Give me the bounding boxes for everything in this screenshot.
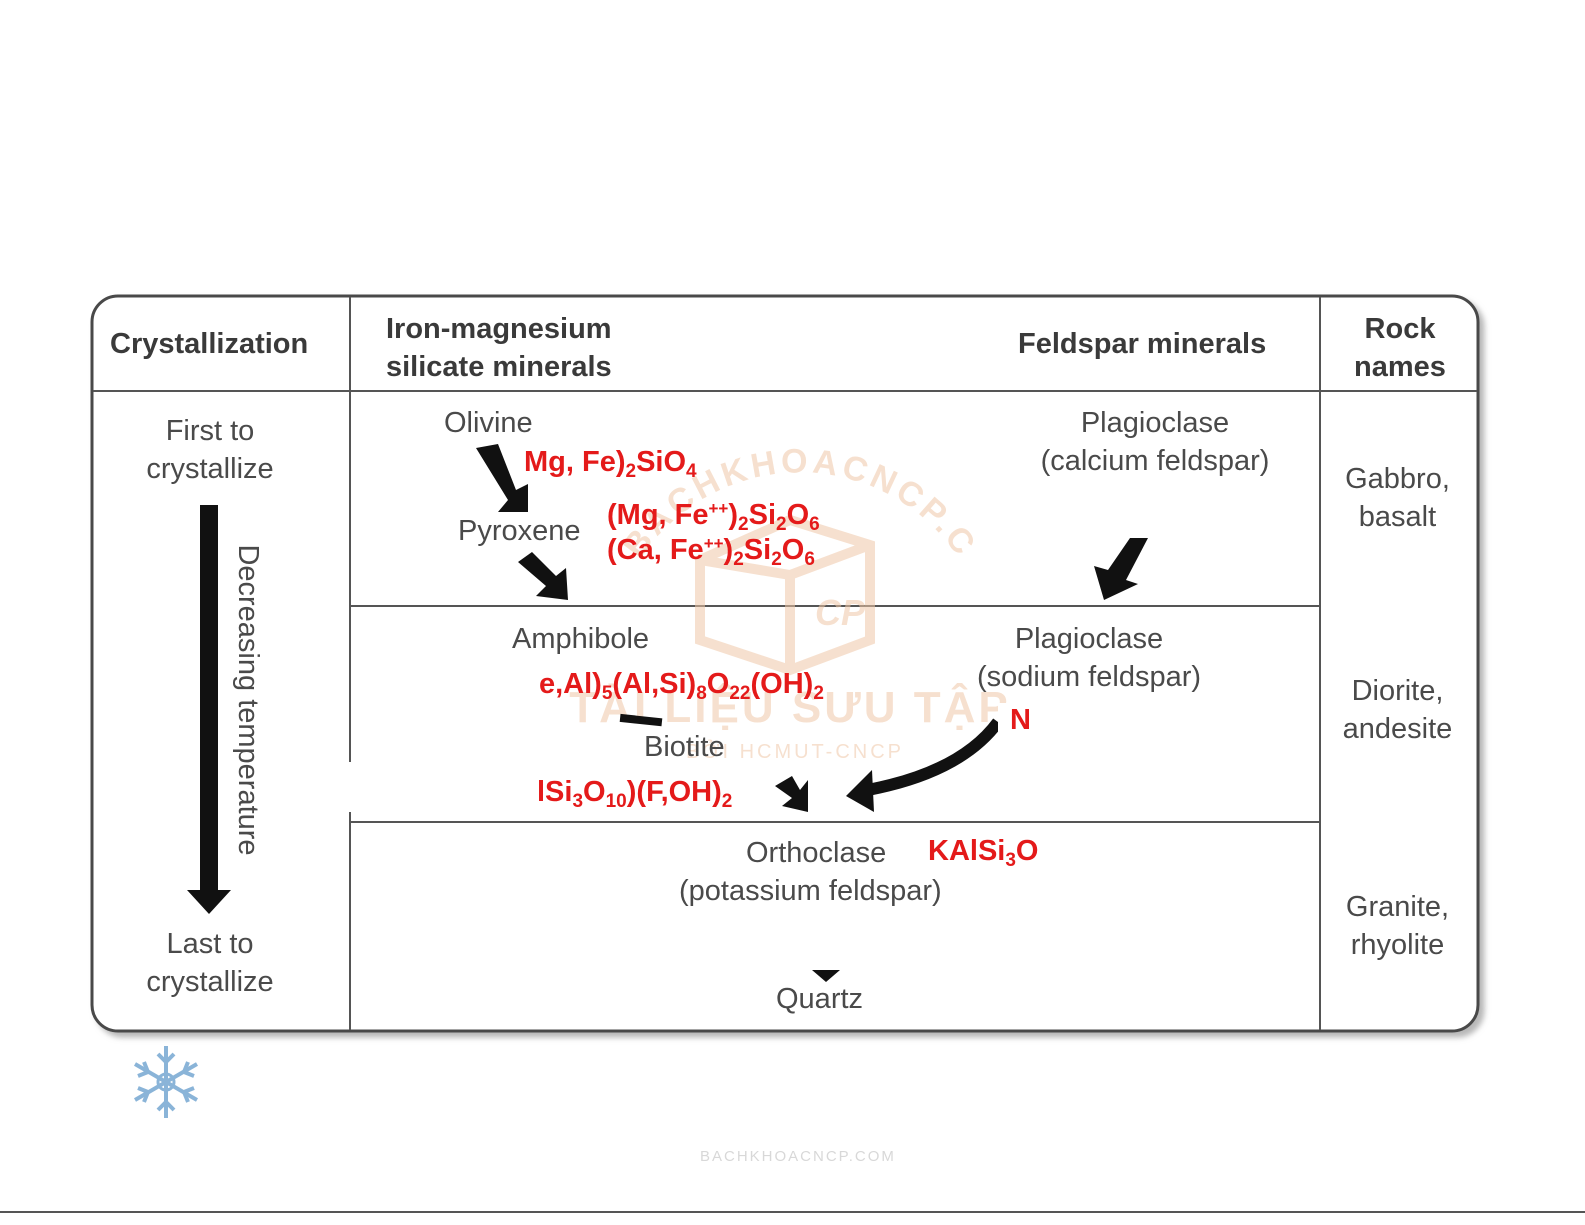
mineral-olivine: Olivine bbox=[444, 407, 533, 439]
header-feldspar: Feldspar minerals bbox=[1018, 328, 1267, 360]
mineral-pyroxene: Pyroxene bbox=[458, 515, 581, 547]
rock-names-row-1: Gabbro, basalt bbox=[1345, 463, 1450, 533]
formula-plagioclase-sodium: N bbox=[998, 703, 1039, 749]
box-logo-icon bbox=[695, 514, 875, 676]
last-to-crystallize: Last to crystallize bbox=[146, 928, 274, 998]
formula-biotite: lSi3O10)(F,OH)2 bbox=[537, 776, 733, 812]
cover-patch bbox=[346, 762, 546, 812]
footer-watermark: BACHKHOACNCP.COM bbox=[700, 1148, 896, 1165]
temperature-arrow bbox=[187, 505, 231, 914]
mineral-orthoclase-desc: (potassium feldspar) bbox=[679, 875, 942, 907]
formula-pyroxene-2: (Ca, Fe++)2Si2O6 bbox=[607, 534, 815, 570]
amphibole-to-biotite-arrow bbox=[619, 713, 663, 727]
mineral-quartz: Quartz bbox=[776, 983, 864, 1015]
snowflake-icon bbox=[133, 1046, 199, 1118]
mineral-plagioclase-calcium: Plagioclase (calcium feldspar) bbox=[1040, 407, 1270, 477]
orthoclase-to-quartz-arrow bbox=[812, 970, 840, 982]
watermark-sub-text: BỞI HCMUT-CNCP bbox=[686, 739, 904, 763]
rock-names-row-2: Diorite, andesite bbox=[1342, 675, 1453, 745]
decreasing-temperature-label: Decreasing temperature bbox=[232, 544, 264, 856]
rock-names-row-3: Granite, rhyolite bbox=[1345, 891, 1450, 961]
formula-olivine: Mg, Fe)2SiO4 bbox=[524, 446, 697, 482]
header-rock-names: Rock names bbox=[1354, 313, 1446, 383]
formula-orthoclase: KAlSi3O bbox=[928, 835, 1039, 871]
watermark-logo-text: CP bbox=[815, 592, 866, 633]
formula-amphibole: e,Al)5(Al,Si)8O22(OH)2 bbox=[539, 668, 824, 704]
pyroxene-to-amphibole-arrow bbox=[518, 552, 568, 600]
olivine-to-pyroxene-arrow bbox=[476, 444, 528, 512]
biotite-to-orthoclase-arrow bbox=[775, 776, 808, 812]
mineral-biotite: Biotite bbox=[644, 731, 725, 763]
header-iron-magnesium: Iron-magnesium silicate minerals bbox=[386, 313, 612, 383]
plagioclase-na-to-orthoclase-arrow bbox=[866, 718, 1003, 796]
formula-pyroxene-1: (Mg, Fe++)2Si2O6 bbox=[607, 499, 820, 535]
mineral-orthoclase: Orthoclase bbox=[746, 837, 887, 869]
mineral-plagioclase-sodium: Plagioclase (sodium feldspar) bbox=[976, 623, 1202, 693]
header-crystallization: Crystallization bbox=[110, 328, 309, 360]
mineral-amphibole: Amphibole bbox=[512, 623, 650, 655]
first-to-crystallize: First to crystallize bbox=[146, 415, 274, 485]
plagioclase-ca-to-na-arrow bbox=[1094, 538, 1148, 600]
